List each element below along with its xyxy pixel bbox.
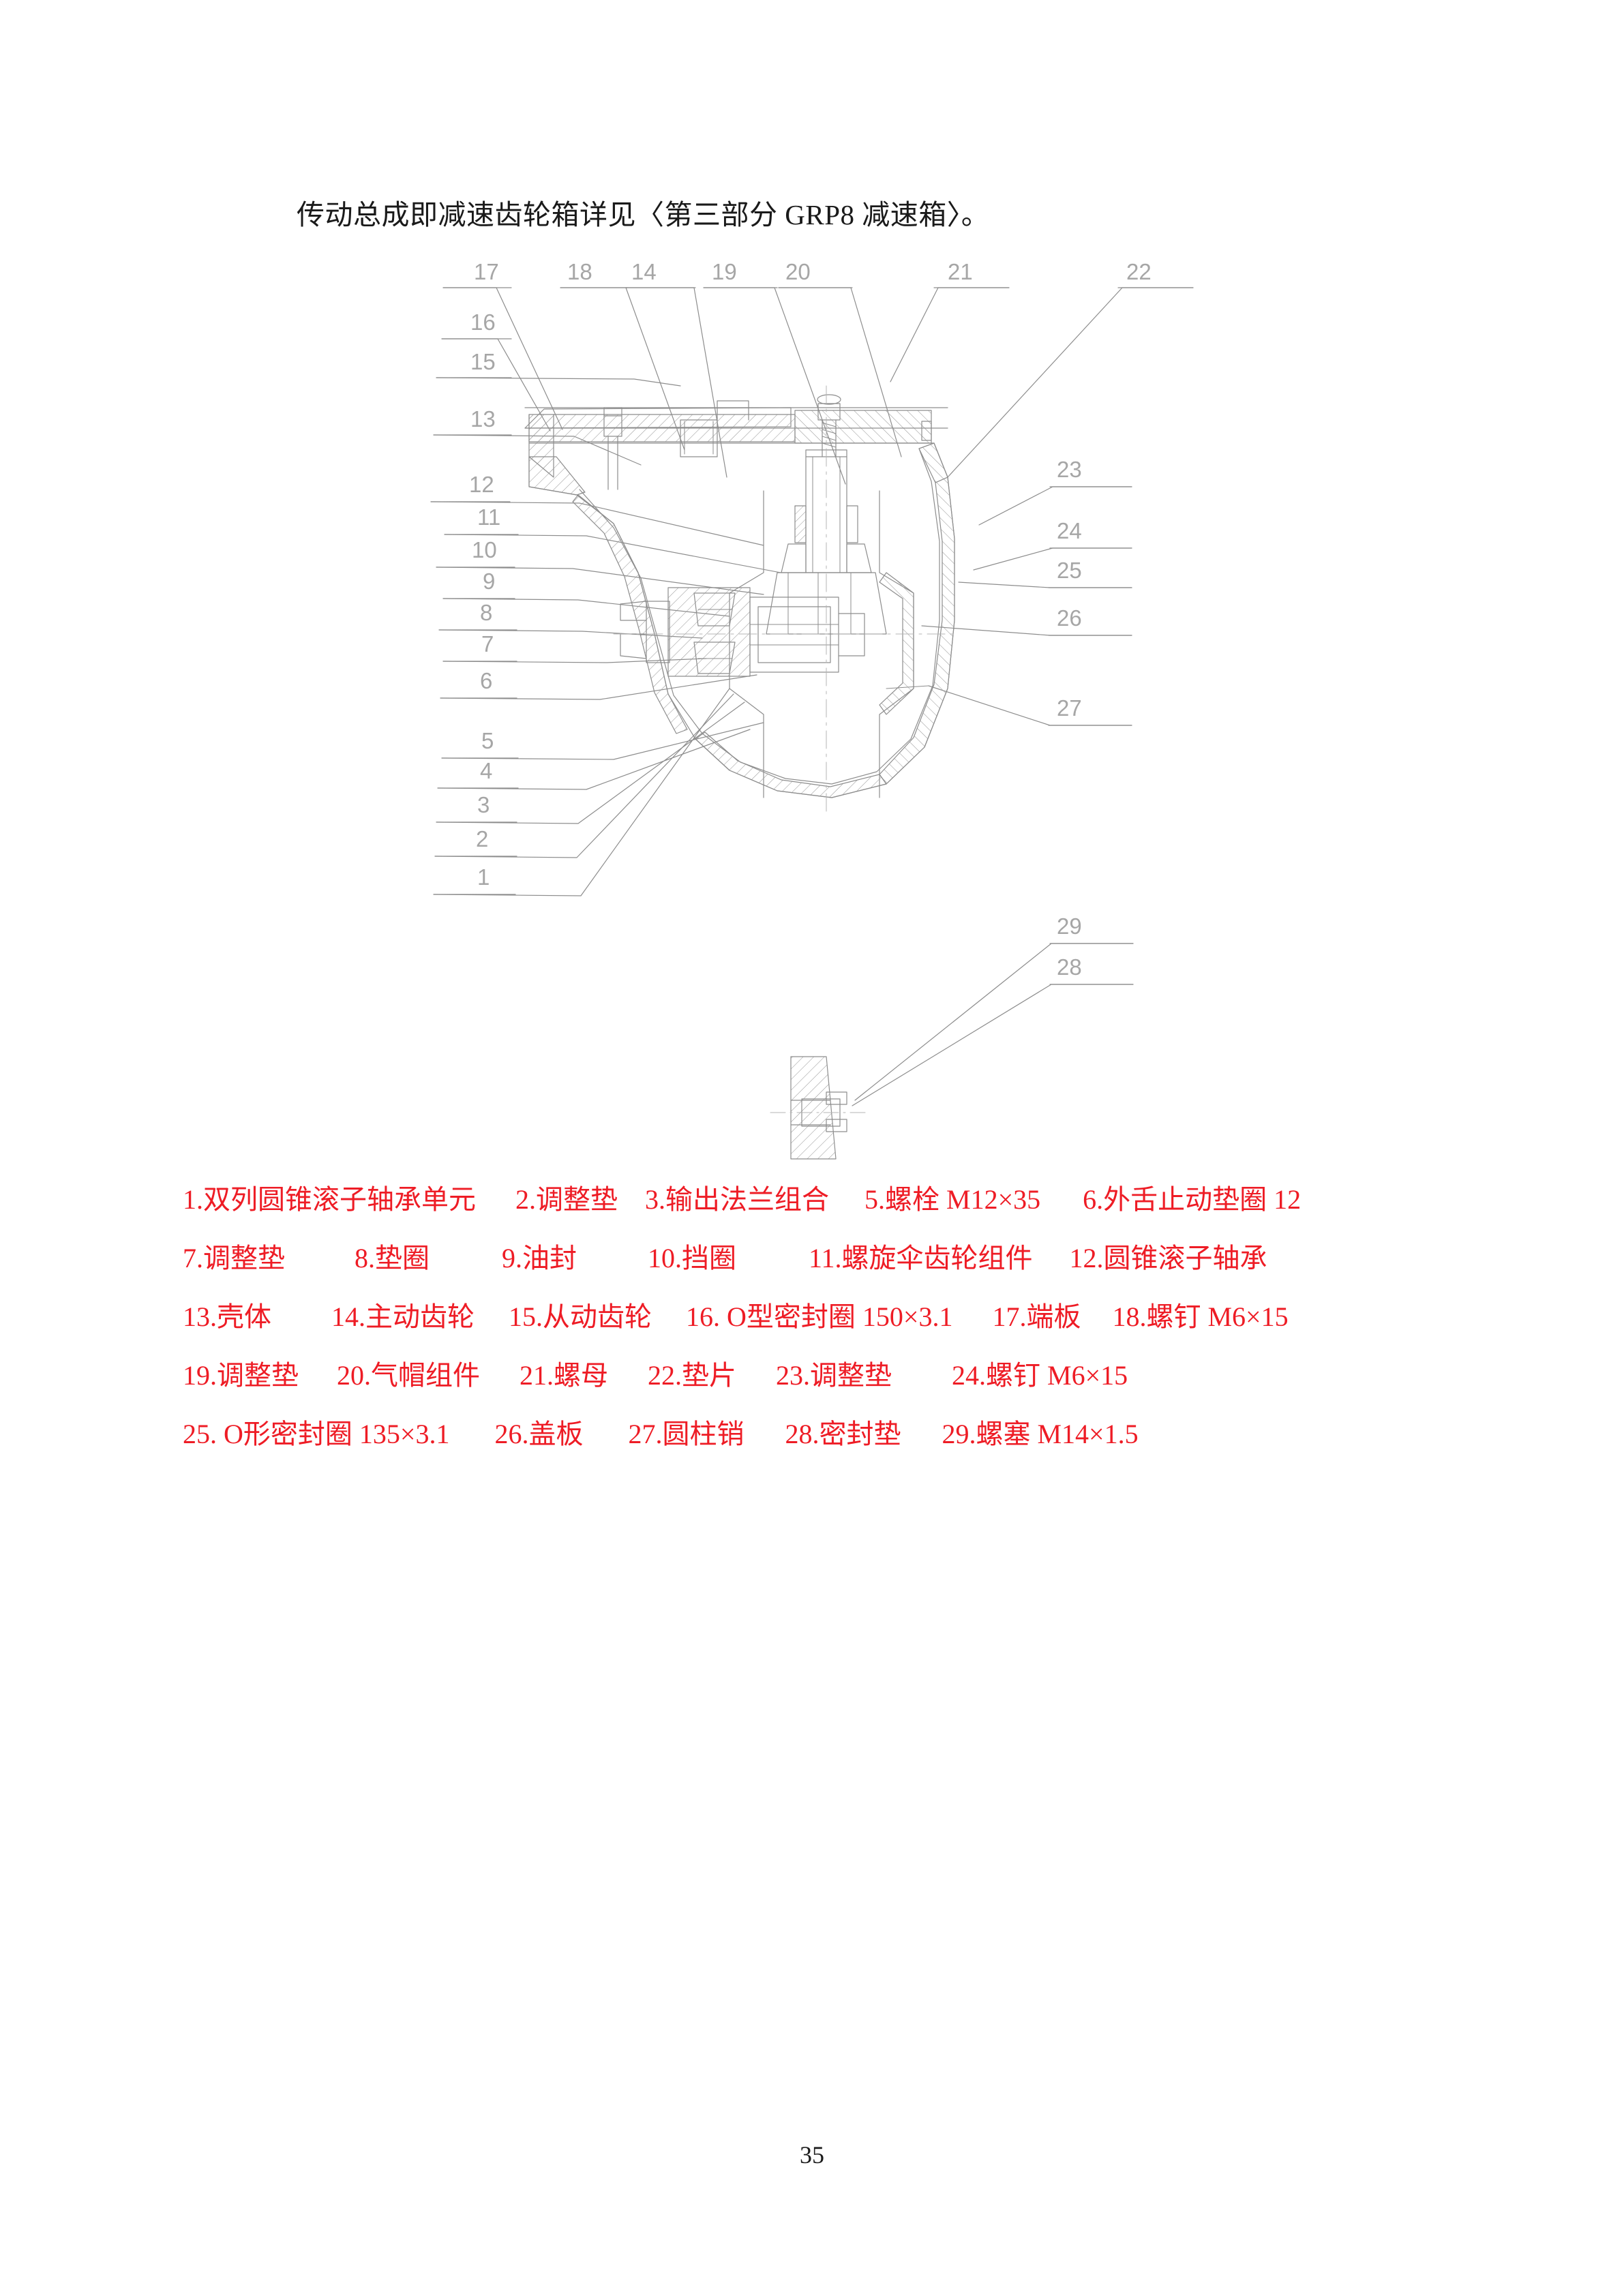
callout-24: 24: [973, 518, 1132, 571]
svg-text:8: 8: [480, 600, 492, 625]
callout-25: 25: [958, 558, 1132, 588]
callout-16: 16: [441, 309, 551, 432]
part-item: 28.密封垫: [785, 1419, 901, 1449]
svg-text:24: 24: [1057, 518, 1082, 543]
svg-text:27: 27: [1057, 695, 1082, 721]
part-item: 7.调整垫: [183, 1243, 285, 1273]
callout-26: 26: [921, 605, 1132, 636]
callout-23: 23: [978, 457, 1132, 526]
callout-29: 29: [854, 913, 1134, 1101]
callout-3: 3: [436, 701, 745, 824]
housing-section: [524, 385, 955, 812]
detail-view-plug: [770, 1056, 871, 1160]
callout-28: 28: [852, 954, 1134, 1106]
callout-2: 2: [434, 693, 734, 858]
part-item: 26.盖板: [494, 1419, 584, 1449]
parts-row-2: 7.调整垫 8.垫圈 9.油封 10.挡圈 11.螺旋伞齿轮组件 12.圆锥滚子…: [183, 1245, 1464, 1276]
part-item: 1.双列圆锥滚子轴承单元: [183, 1184, 476, 1215]
part-item: 13.壳体: [183, 1301, 271, 1332]
svg-text:6: 6: [480, 668, 492, 693]
part-item: 25. O形密封圈 135×3.1: [183, 1419, 450, 1449]
svg-text:1: 1: [477, 864, 490, 890]
part-item: 11.螺旋伞齿轮组件: [809, 1243, 1033, 1273]
svg-text:4: 4: [480, 758, 492, 783]
callout-20: 20: [778, 259, 902, 457]
svg-text:22: 22: [1126, 259, 1152, 284]
part-item: 27.圆柱销: [628, 1419, 745, 1449]
callout-14: 14: [625, 259, 727, 478]
assembly-drawing: 17 18 14 19: [409, 252, 1214, 1160]
parts-legend: 1.双列圆锥滚子轴承单元 2.调整垫 3.输出法兰组合 5.螺栓 M12×35 …: [183, 1186, 1464, 1479]
part-item: 14.主动齿轮: [331, 1301, 475, 1332]
svg-text:11: 11: [477, 504, 500, 530]
callout-4: 4: [437, 729, 751, 790]
callout-1: 1: [433, 688, 730, 896]
part-item: 21.螺母: [520, 1360, 608, 1391]
part-item: 10.挡圈: [648, 1243, 736, 1273]
part-item: 16. O型密封圈 150×3.1: [686, 1301, 953, 1332]
page-number: 35: [800, 2141, 824, 2169]
svg-text:26: 26: [1057, 605, 1082, 631]
svg-text:23: 23: [1057, 457, 1082, 482]
callout-6: 6: [440, 668, 757, 700]
svg-text:13: 13: [470, 406, 496, 432]
part-item: 23.调整垫: [776, 1360, 892, 1391]
part-item: 5.螺栓 M12×35: [864, 1184, 1041, 1215]
svg-text:9: 9: [483, 569, 495, 594]
page-heading: 传动总成即减速齿轮箱详见〈第三部分 GRP8 减速箱〉。: [297, 199, 990, 230]
part-item: 6.外舌止动垫圈 12: [1083, 1184, 1302, 1215]
part-item: 19.调整垫: [183, 1360, 299, 1391]
part-item: 18.螺钉 M6×15: [1112, 1301, 1289, 1332]
callout-5: 5: [441, 722, 764, 760]
callout-17: 17: [442, 259, 563, 430]
svg-text:16: 16: [470, 309, 496, 335]
part-item: 17.端板: [992, 1301, 1081, 1332]
svg-text:2: 2: [476, 826, 488, 851]
callout-27: 27: [928, 685, 1132, 726]
part-item: 29.螺塞 M14×1.5: [942, 1419, 1139, 1449]
svg-text:3: 3: [477, 792, 490, 817]
callout-22: 22: [947, 259, 1194, 478]
part-item: 3.输出法兰组合: [645, 1184, 829, 1215]
part-item: 9.油封: [502, 1243, 577, 1273]
svg-text:19: 19: [712, 259, 737, 284]
svg-text:18: 18: [567, 259, 592, 284]
svg-text:28: 28: [1057, 954, 1082, 980]
parts-row-3: 13.壳体 14.主动齿轮 15.从动齿轮 16. O型密封圈 150×3.1 …: [183, 1303, 1464, 1335]
parts-row-4: 19.调整垫 20.气帽组件 21.螺母 22.垫片 23.调整垫 24.螺钉 …: [183, 1362, 1464, 1393]
parts-row-5: 25. O形密封圈 135×3.1 26.盖板 27.圆柱销 28.密封垫 29…: [183, 1421, 1464, 1452]
svg-text:12: 12: [469, 472, 494, 497]
callout-15: 15: [436, 349, 681, 387]
svg-text:7: 7: [481, 631, 494, 656]
part-item: 24.螺钉 M6×15: [952, 1360, 1128, 1391]
svg-text:25: 25: [1057, 558, 1082, 583]
part-item: 8.垫圈: [355, 1243, 430, 1273]
callout-13: 13: [433, 406, 642, 466]
parts-row-1: 1.双列圆锥滚子轴承单元 2.调整垫 3.输出法兰组合 5.螺栓 M12×35 …: [183, 1186, 1464, 1218]
svg-text:15: 15: [470, 349, 496, 374]
svg-text:5: 5: [481, 728, 494, 753]
part-item: 12.圆锥滚子轴承: [1069, 1243, 1267, 1273]
callout-11: 11: [444, 504, 781, 573]
callout-10: 10: [436, 537, 764, 595]
callout-21: 21: [890, 259, 1010, 382]
part-item: 20.气帽组件: [337, 1360, 480, 1391]
svg-text:20: 20: [785, 259, 811, 284]
svg-text:17: 17: [474, 259, 499, 284]
part-item: 2.调整垫: [515, 1184, 618, 1215]
svg-text:10: 10: [472, 537, 497, 562]
callout-8: 8: [438, 600, 703, 639]
part-item: 22.垫片: [648, 1360, 736, 1391]
svg-text:29: 29: [1057, 913, 1082, 939]
svg-text:21: 21: [948, 259, 973, 284]
part-item: 15.从动齿轮: [509, 1301, 652, 1332]
svg-text:14: 14: [631, 259, 657, 284]
